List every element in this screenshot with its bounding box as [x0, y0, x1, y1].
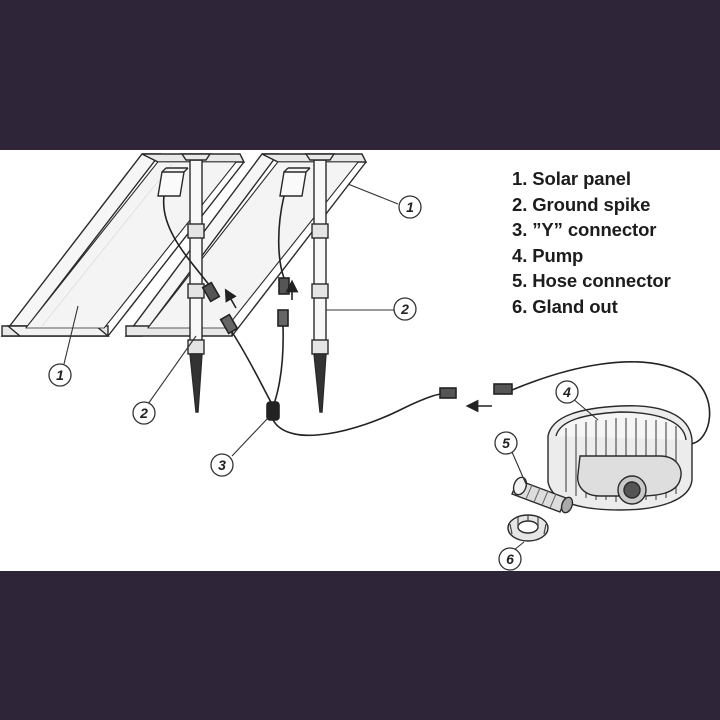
callout-1-lower: 1 — [48, 363, 72, 387]
pump — [547, 405, 693, 511]
legend-item-y-connector: 3. ”Y” connector — [512, 219, 657, 241]
callout-label: 1 — [406, 199, 414, 215]
pump-cable — [493, 361, 711, 445]
callout-label: 1 — [56, 367, 64, 383]
callout-2-left: 2 — [132, 401, 156, 425]
callout-5: 5 — [494, 431, 518, 455]
top-dark-band — [0, 0, 720, 150]
callout-4: 4 — [555, 380, 579, 404]
connection-arrows — [224, 279, 492, 413]
parts-legend: 1. Solar panel 2. Ground spike 3. ”Y” co… — [512, 166, 671, 320]
callout-1-upper: 1 — [398, 195, 422, 219]
diagram-panel: 1 1 2 2 3 4 5 6 1. Sola — [0, 150, 720, 571]
gland-nut — [507, 514, 549, 542]
legend-item-gland-out: 6. Gland out — [512, 295, 618, 317]
ground-spike-right — [304, 153, 336, 413]
callout-label: 5 — [502, 435, 510, 451]
callout-label: 4 — [562, 384, 571, 400]
solar-panel-left — [0, 153, 246, 337]
legend-item-pump: 4. Pump — [512, 244, 584, 266]
solar-pump-diagram: 1 1 2 2 3 4 5 6 — [0, 153, 711, 571]
legend-item-ground-spike: 2. Ground spike — [512, 193, 651, 215]
legend-item-hose-connector: 5. Hose connector — [512, 270, 671, 292]
y-connector — [219, 309, 457, 437]
callout-3: 3 — [210, 453, 234, 477]
legend-item-solar-panel: 1. Solar panel — [512, 168, 631, 189]
callout-6: 6 — [498, 547, 522, 571]
callout-label: 2 — [400, 301, 409, 317]
callout-label: 3 — [218, 457, 226, 473]
callout-leaders — [63, 183, 599, 551]
callout-label: 6 — [506, 551, 514, 567]
hose-connector — [511, 476, 574, 514]
callout-2-right: 2 — [393, 297, 417, 321]
callout-label: 2 — [139, 405, 148, 421]
panel-cables — [162, 195, 290, 303]
bottom-dark-band — [0, 571, 720, 720]
